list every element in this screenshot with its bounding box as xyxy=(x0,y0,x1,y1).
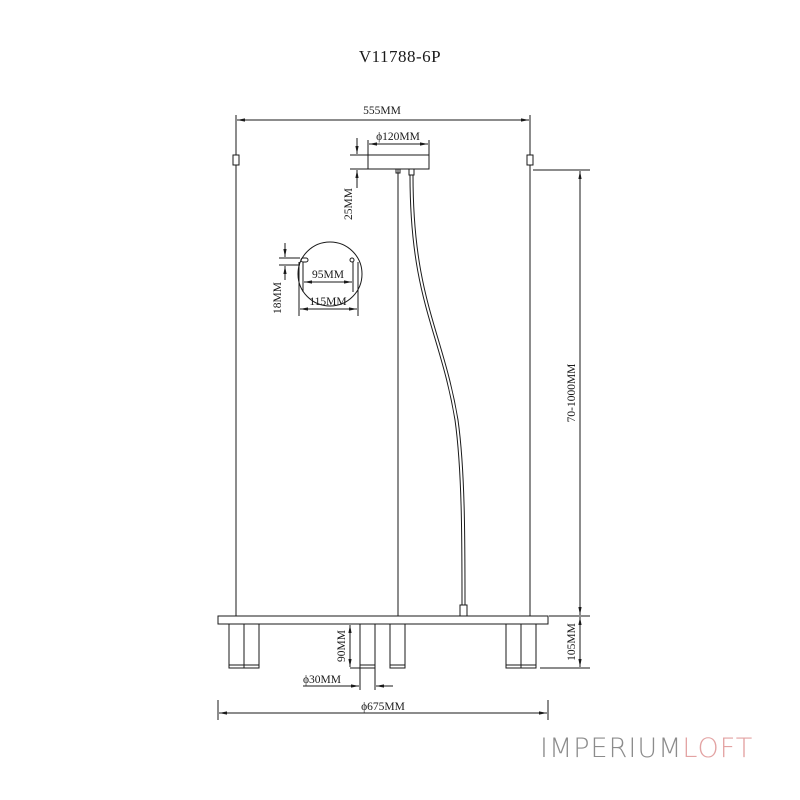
total-diameter-dimension xyxy=(217,700,549,720)
label-675: ϕ675MM xyxy=(361,701,405,713)
width-555-dimension xyxy=(235,115,531,152)
shade-diameter-dimension xyxy=(303,668,393,690)
canopy xyxy=(350,138,430,188)
label-95: 95MM xyxy=(312,269,344,281)
detail-circle xyxy=(279,241,363,316)
model-title: V11788-6P xyxy=(358,47,442,66)
logo-part-imperium: IMPERIUM xyxy=(540,733,683,764)
label-90: 90MM xyxy=(336,630,348,662)
shades xyxy=(228,623,537,669)
label-18: 18MM xyxy=(272,282,284,314)
logo-part-loft: LOFT xyxy=(682,733,754,764)
label-120: ϕ120MM xyxy=(376,131,420,143)
label-555: 555MM xyxy=(363,105,401,117)
light-bar xyxy=(217,615,549,625)
label-25: 25MM xyxy=(343,188,355,220)
label-115: 115MM xyxy=(309,296,346,308)
power-cable xyxy=(408,168,468,617)
drop-dimension xyxy=(533,169,590,669)
label-105: 105MM xyxy=(566,623,578,661)
suspension-wires xyxy=(232,152,534,616)
label-30: ϕ30MM xyxy=(303,674,341,686)
shade-height-dimension xyxy=(348,625,360,669)
label-drop: 70-1000MM xyxy=(566,364,578,423)
brand-logo: IMPERIUMLOFT xyxy=(540,733,753,764)
